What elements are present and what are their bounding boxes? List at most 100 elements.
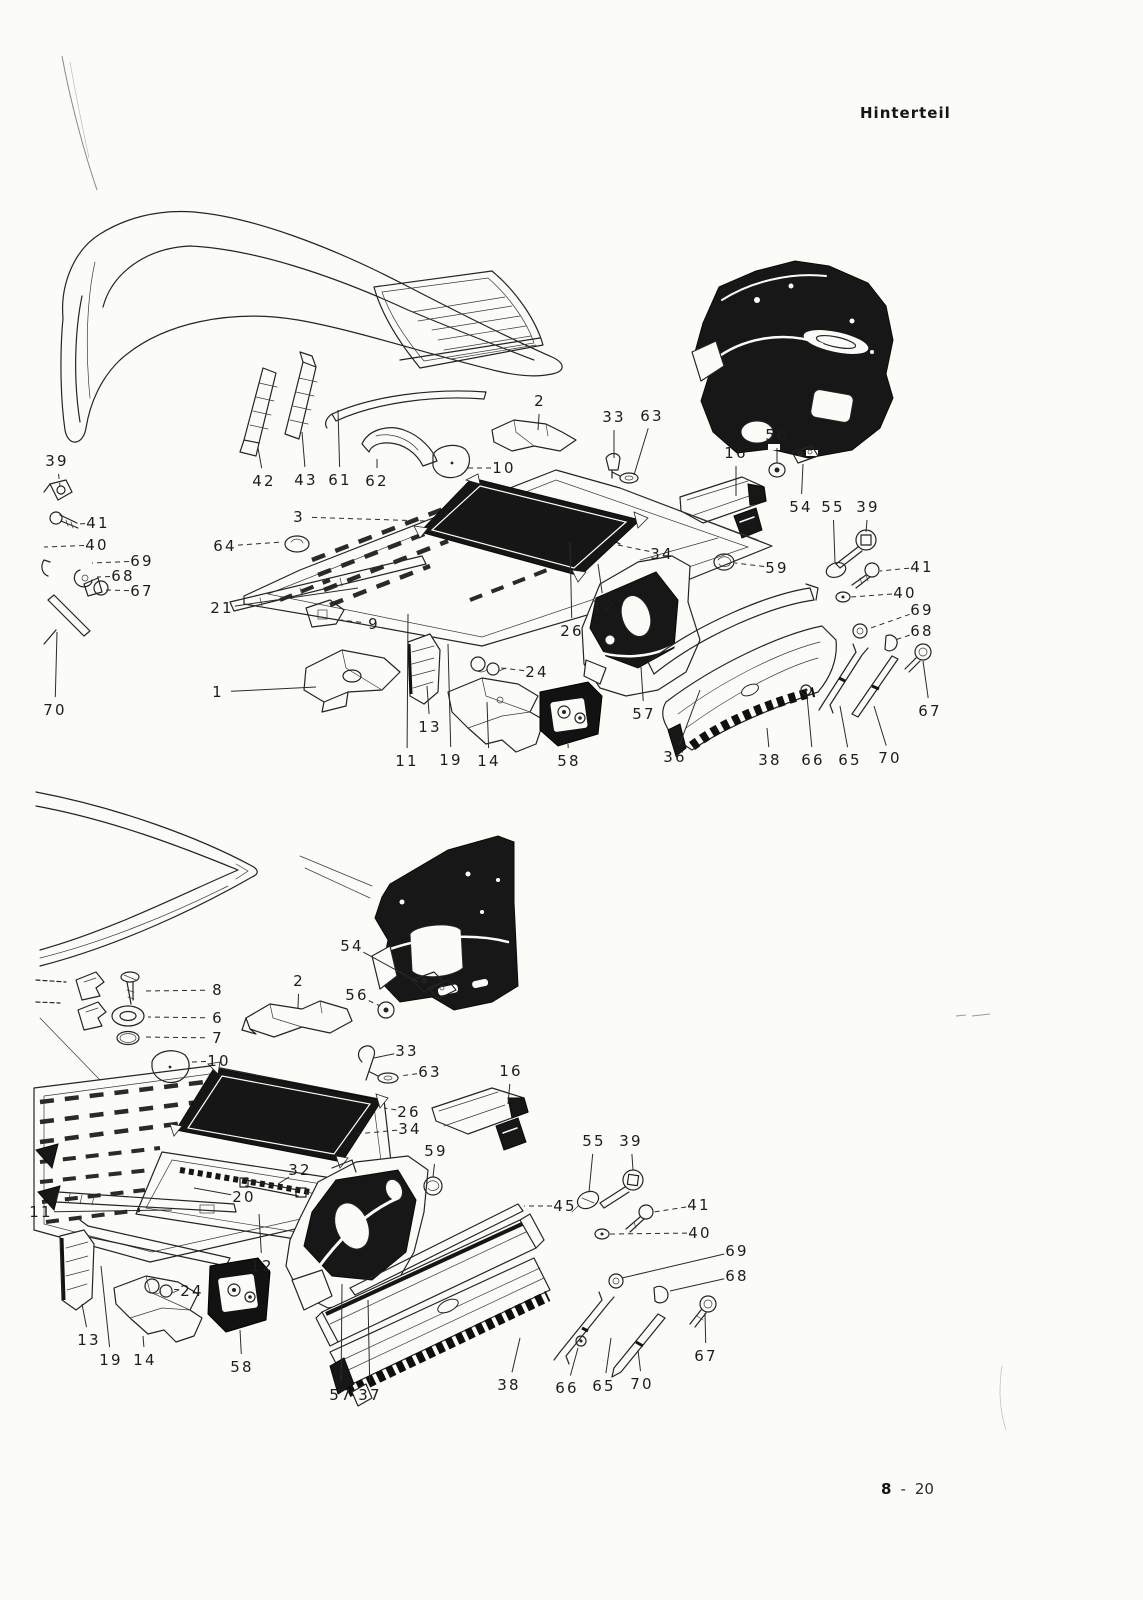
channel-13-top [407,633,441,705]
strip-65-and-ring-66-bottom [553,1291,615,1365]
leader-line-24 [500,667,525,672]
leader-line-59 [734,562,765,567]
leader-line-19 [447,643,452,748]
callout-56: 56 [345,986,369,1004]
page-number-value: 20 [914,1480,934,1498]
leader-line-66 [806,695,813,748]
callout-32: 32 [288,1161,312,1179]
leader-line-70 [54,631,58,698]
bracket-9-top [305,599,345,628]
callout-63: 63 [640,407,664,425]
strip-70-top-right [851,655,899,718]
scan-artifacts [61,55,1007,1431]
leader-line-16 [507,1083,511,1105]
leader-line-14 [486,701,490,749]
screw-8 [120,971,140,1005]
leader-line-70 [637,1349,641,1372]
quarter-panel-assembly-top [691,260,894,459]
leader-line-63 [399,1073,418,1077]
callout-64: 64 [213,537,237,555]
sill-11-bottom [55,1191,237,1213]
callout-37: 37 [358,1386,382,1404]
leader-line-11 [53,1209,173,1213]
small-parts-top-left [41,479,109,645]
leader-line-55 [588,1153,594,1193]
callout-68: 68 [111,567,135,585]
callout-57: 57 [632,705,656,723]
callout-6: 6 [212,1009,224,1027]
cap-10-top [432,444,471,479]
callout-34: 34 [398,1120,422,1138]
callout-62: 62 [365,472,389,490]
leader-line-10 [191,1061,207,1063]
leader-line-26 [383,1107,397,1111]
callout-19: 19 [99,1351,123,1369]
leader-line-55 [833,519,836,564]
leader-line-54 [363,951,419,983]
top-diagram [41,210,932,757]
callout-11: 11 [395,752,419,770]
leader-line-6 [147,1016,206,1019]
callout-16: 16 [724,444,748,462]
page-number: 8 - 20 [881,1480,934,1498]
floor-mat-26-bottom [169,1061,389,1169]
bracket-1-top [303,649,401,713]
callout-3: 3 [293,508,305,526]
leader-line-1 [230,686,317,692]
callout-43: 43 [294,471,318,489]
callout-12: 12 [250,1257,274,1275]
sill-21-top [229,555,427,612]
page-title: Hinterteil [860,104,951,122]
callout-12: 12 [592,597,616,615]
bottom-diagram [33,791,717,1407]
callout-34: 34 [650,545,674,563]
leader-line-61 [337,409,341,468]
valance-37 [315,1213,545,1347]
callout-57: 57 [329,1386,353,1404]
leader-line-36 [679,689,701,745]
leader-line-56 [368,1000,381,1007]
leader-line-59 [432,1163,435,1178]
callout-41: 41 [910,558,934,576]
callout-68: 68 [725,1267,749,1285]
leader-line-41 [879,567,910,572]
strip-65-and-ring-66-top [800,643,869,714]
leader-line-2 [537,413,540,431]
fasteners-top-right [825,529,932,673]
roof-corner [35,791,258,967]
callout-63: 63 [418,1063,442,1081]
roof-panel [60,210,563,443]
leader-line-63 [633,428,649,476]
leader-line-19 [100,1265,111,1348]
leader-line-13 [81,1303,87,1328]
callout-55: 55 [821,498,845,516]
grommet-6 [111,1005,145,1027]
callout-40: 40 [893,584,917,602]
callout-69: 69 [725,1242,749,1260]
leader-line-26 [569,541,573,619]
leader-line-68 [894,634,910,641]
callout-41: 41 [86,514,110,532]
rear-valance-38-top [662,625,837,757]
latch-box-58-bottom [207,1257,271,1333]
rail-45 [349,1203,524,1296]
callout-58: 58 [230,1358,254,1376]
callout-41: 41 [687,1196,711,1214]
callout-55: 55 [582,1132,606,1150]
callout-11: 11 [29,1203,53,1221]
leader-line-54 [801,463,804,495]
quarter-panel-assembly-bottom [299,835,519,1011]
callout-70: 70 [43,701,67,719]
callout-14: 14 [133,1351,157,1369]
callout-26: 26 [560,622,584,640]
leader-line-9 [340,619,362,623]
bracket-2-top [491,419,577,452]
leader-line-57 [640,666,644,702]
leader-line-13 [426,685,430,715]
callout-42: 42 [252,472,276,490]
sill-channel-16-bottom [431,1087,529,1151]
leader-line-65 [839,705,849,748]
callout-70: 70 [630,1375,654,1393]
drip-rail-part [325,390,487,429]
